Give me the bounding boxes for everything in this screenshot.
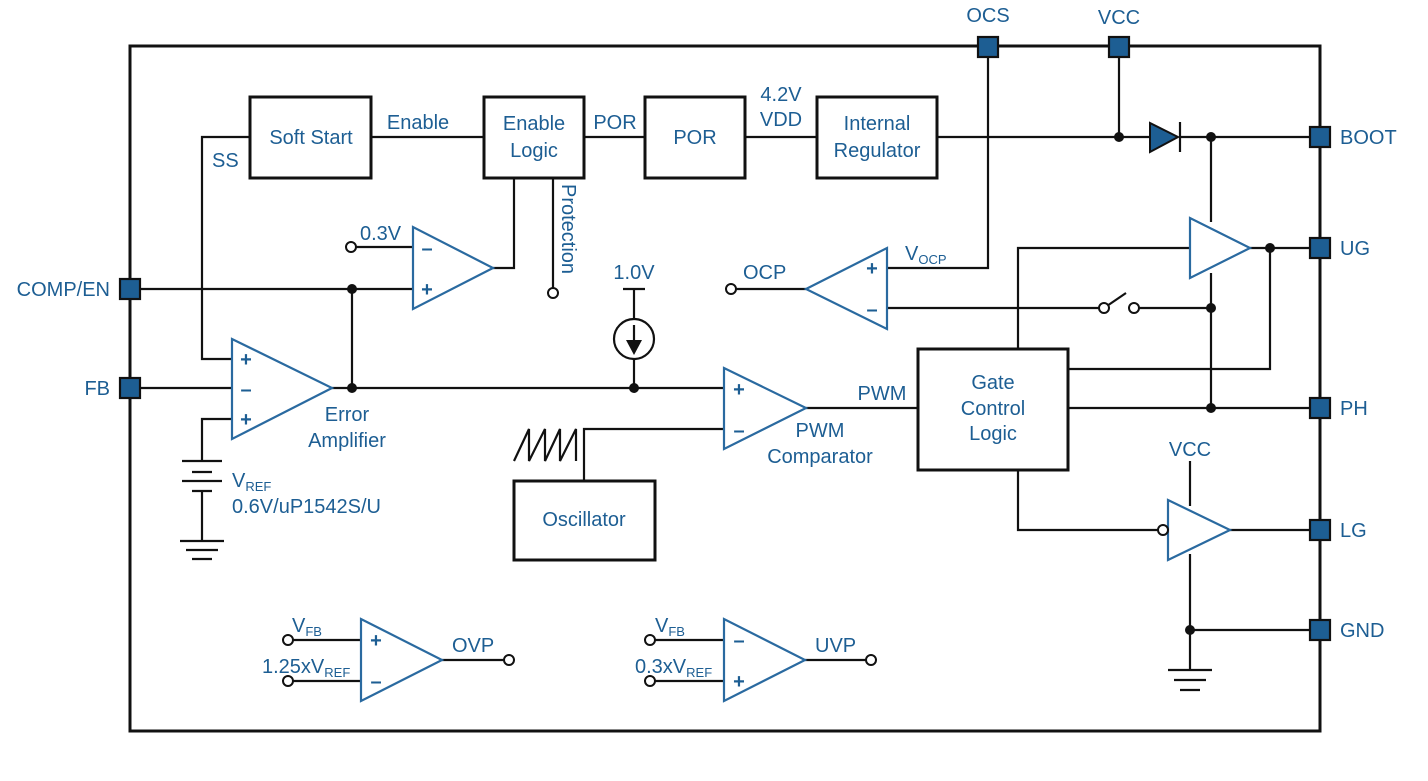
- internal-regulator-label-1: Internal: [844, 113, 911, 135]
- oscillator-block: Oscillator: [512, 479, 657, 562]
- enable-logic-block: Enable Logic: [482, 95, 586, 180]
- por-label: POR: [673, 127, 716, 149]
- comp-0p3v: – +: [411, 225, 496, 311]
- pin-vcc-label: VCC: [1098, 7, 1140, 29]
- soft-start-block: Soft Start: [248, 95, 373, 180]
- ovp-in1-label: VFB: [292, 615, 322, 639]
- pwm-comparator: + –: [722, 366, 809, 451]
- por-signal-label: POR: [593, 112, 636, 134]
- ss-label: SS: [212, 150, 239, 172]
- pin-ug-label: UG: [1340, 238, 1370, 260]
- svg-text:+: +: [733, 671, 745, 693]
- ocp-comparator: + –: [803, 246, 889, 331]
- gate-control-logic-block: Gate Control Logic: [916, 347, 1070, 472]
- vdd-voltage-label: 4.2V: [760, 84, 802, 106]
- gate-control-label-1: Gate: [971, 372, 1014, 394]
- gate-control-label-2: Control: [961, 398, 1025, 420]
- protection-label: Protection: [557, 184, 579, 274]
- low-side-driver: [1157, 498, 1233, 562]
- internal-regulator-block: Internal Regulator: [815, 95, 939, 180]
- gate-control-label-3: Logic: [969, 423, 1017, 445]
- pin-gnd-label: GND: [1340, 620, 1384, 642]
- soft-start-label: Soft Start: [269, 127, 353, 149]
- svg-text:–: –: [733, 420, 744, 442]
- svg-text:+: +: [866, 258, 878, 280]
- pin-fb-label: FB: [84, 378, 110, 400]
- pwm-comp-label-1: PWM: [796, 420, 845, 442]
- vref-value-label: 0.6V/uP1542S/U: [232, 496, 381, 518]
- enable-logic-label-1: Enable: [503, 113, 565, 135]
- junction-dots: [347, 132, 1275, 635]
- pin-vcc: [1107, 35, 1131, 59]
- pin-ocs-label: OCS: [966, 5, 1009, 27]
- vref-label: VREF: [232, 470, 271, 494]
- por-block: POR: [643, 95, 747, 180]
- vocp-label: VOCP: [905, 243, 947, 267]
- pin-comp-en: [118, 277, 142, 301]
- pin-gnd: [1308, 618, 1332, 642]
- error-amp-label-1: Error: [325, 404, 370, 426]
- pin-boot-label: BOOT: [1340, 127, 1397, 149]
- svg-text:+: +: [370, 630, 382, 652]
- ovp-label: OVP: [452, 635, 494, 657]
- error-amplifier: + – +: [230, 337, 335, 441]
- enable-signal-label: Enable: [387, 112, 449, 134]
- uvp-comparator: – +: [722, 617, 808, 703]
- pin-ph: [1308, 396, 1332, 420]
- vcc-lg-label: VCC: [1169, 439, 1211, 461]
- svg-text:+: +: [421, 279, 433, 301]
- ref-0p3v-label: 0.3V: [360, 223, 402, 245]
- svg-text:–: –: [240, 379, 251, 401]
- svg-text:–: –: [421, 238, 432, 260]
- svg-text:+: +: [240, 349, 252, 371]
- high-side-driver: [1188, 216, 1253, 280]
- pin-lg: [1308, 518, 1332, 542]
- bootstrap-diode-icon: [1149, 121, 1182, 154]
- uvp-in1-label: VFB: [655, 615, 685, 639]
- ovp-comparator: + –: [359, 617, 445, 703]
- uvp-label: UVP: [815, 635, 856, 657]
- pin-comp-en-label: COMP/EN: [17, 279, 110, 301]
- svg-text:–: –: [733, 630, 744, 652]
- pin-ph-label: PH: [1340, 398, 1368, 420]
- svg-text:+: +: [733, 379, 745, 401]
- pin-boot: [1308, 125, 1332, 149]
- vdd-label: VDD: [760, 109, 802, 131]
- svg-text:+: +: [240, 409, 252, 431]
- internal-regulator-label-2: Regulator: [834, 140, 921, 162]
- pin-lg-label: LG: [1340, 520, 1367, 542]
- svg-text:–: –: [370, 671, 381, 693]
- pwm-comp-label-2: Comparator: [767, 446, 873, 468]
- svg-text:–: –: [866, 299, 877, 321]
- terminal-circles: [282, 241, 1140, 687]
- oscillator-label: Oscillator: [542, 509, 626, 531]
- ovp-in2-label: 1.25xVREF: [262, 656, 350, 680]
- enable-logic-label-2: Logic: [510, 140, 558, 162]
- pin-fb: [118, 376, 142, 400]
- error-amp-label-2: Amplifier: [308, 430, 386, 452]
- pwm-signal-label: PWM: [858, 383, 907, 405]
- pin-ocs: [976, 35, 1000, 59]
- ocp-label: OCP: [743, 262, 786, 284]
- current-source-icon: [612, 317, 656, 361]
- uvp-in2-label: 0.3xVREF: [635, 656, 712, 680]
- ref-1p0v-label: 1.0V: [613, 262, 655, 284]
- pin-ug: [1308, 236, 1332, 260]
